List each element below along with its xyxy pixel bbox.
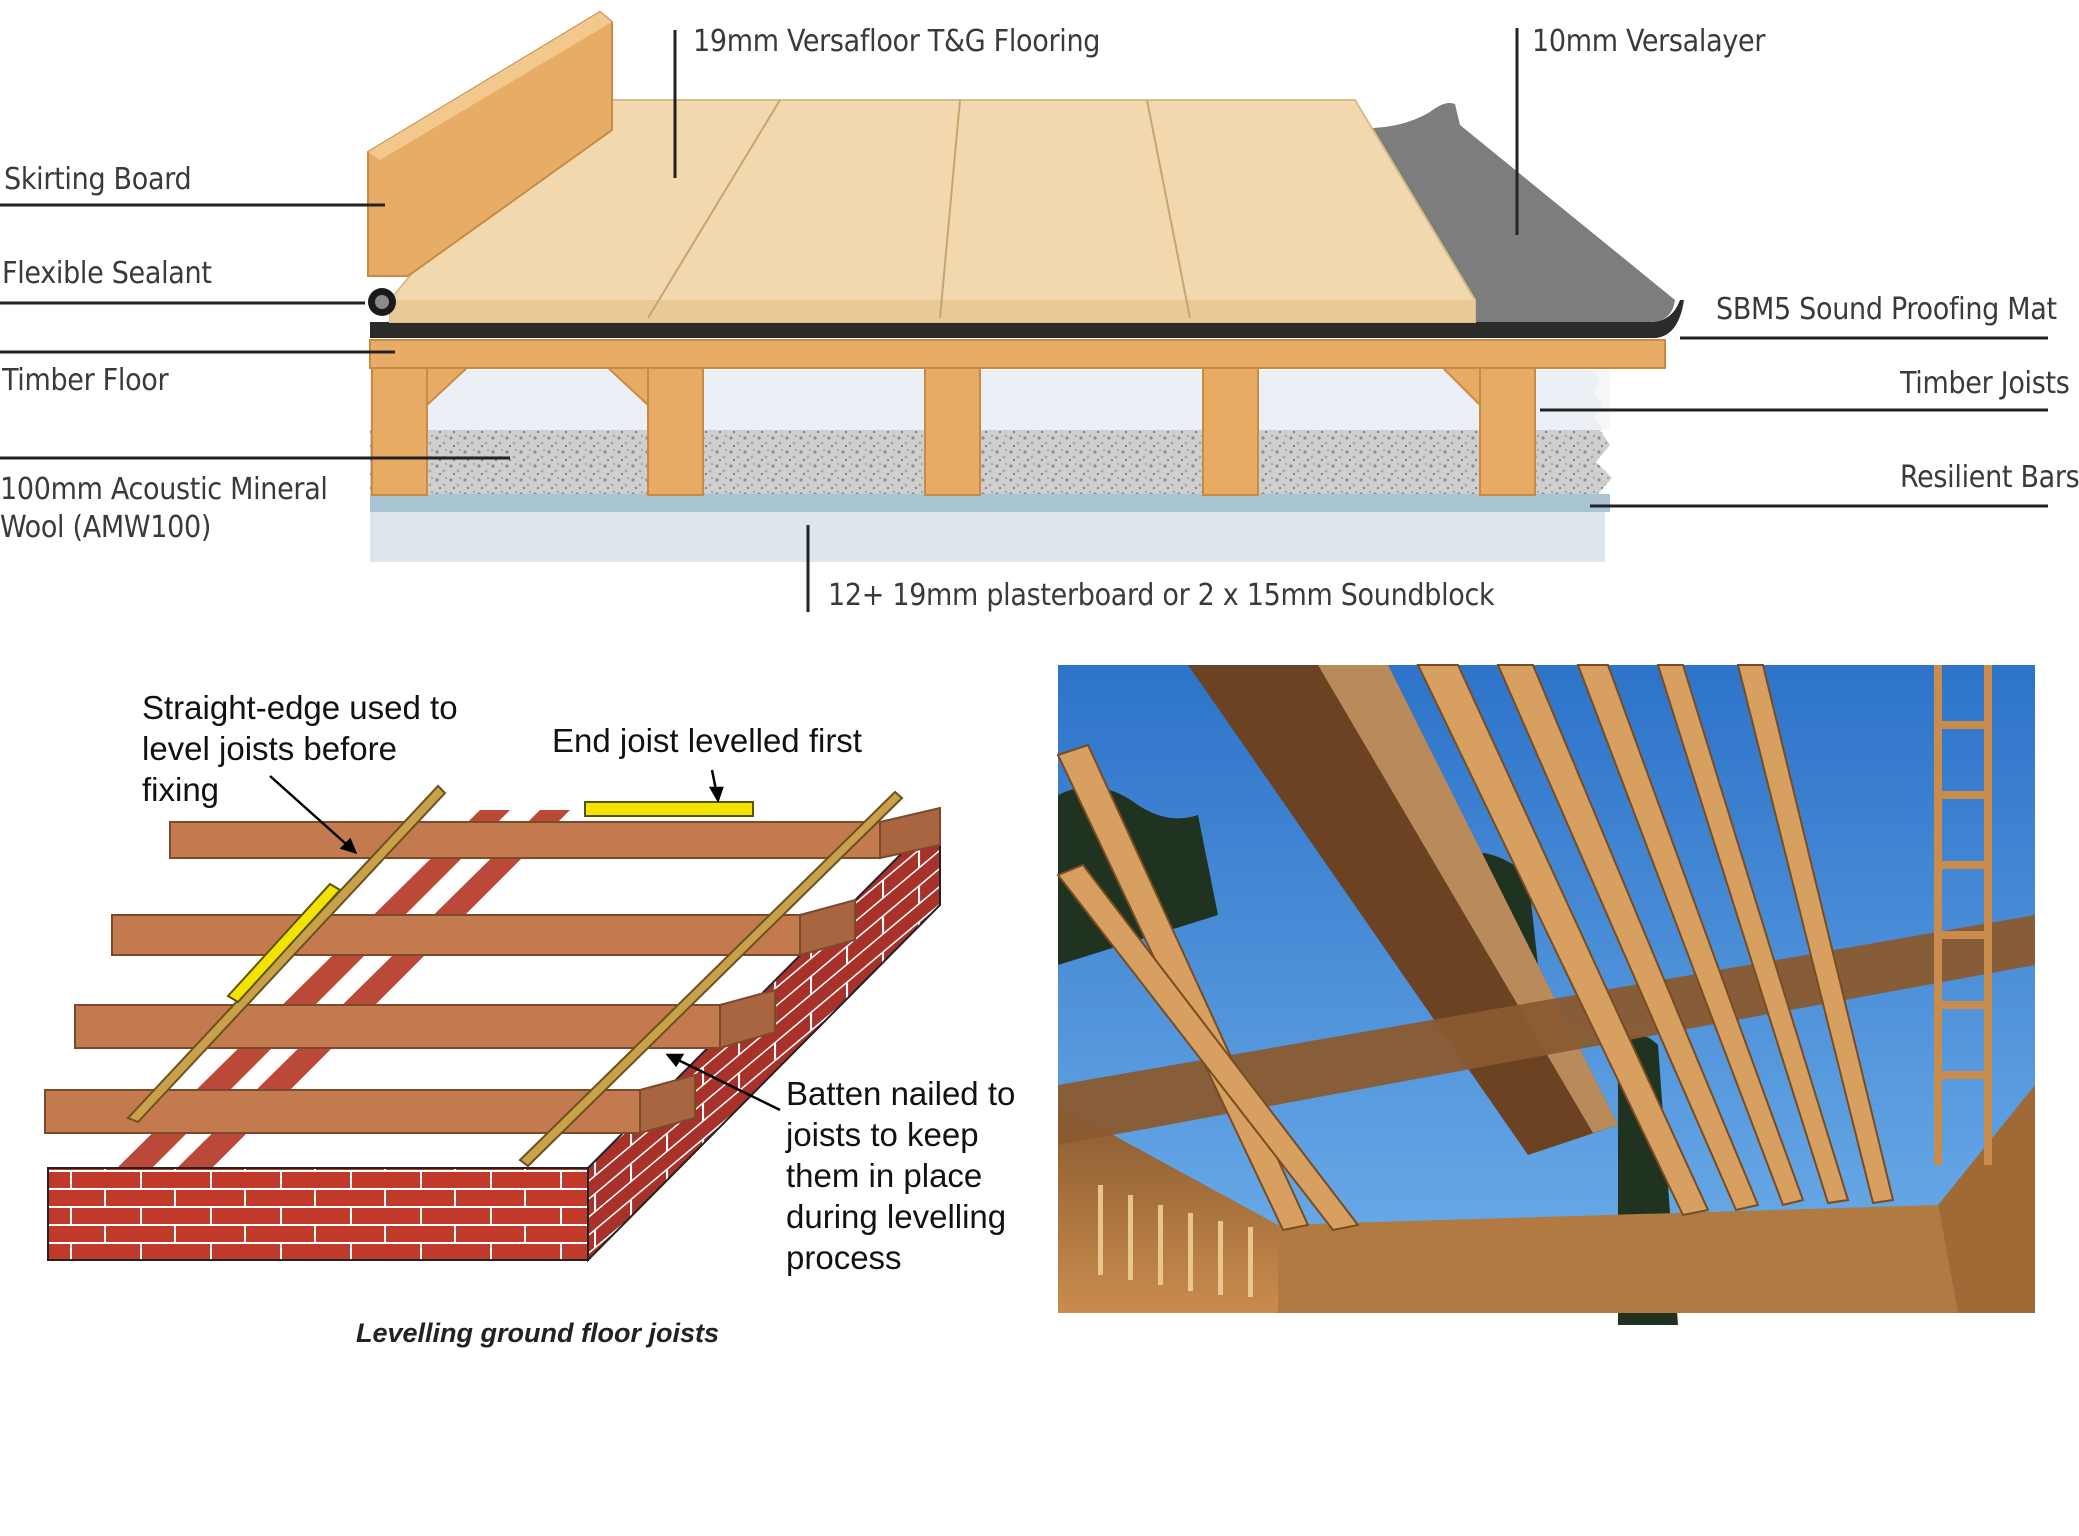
joist-5 (1479, 364, 1536, 496)
joist-2 (647, 364, 704, 496)
brick-wall-front (47, 1167, 589, 1261)
timber-floor-deck (369, 339, 1666, 369)
joist-3 (924, 364, 981, 496)
levelling-leader-lines (269, 769, 781, 1112)
plasterboard-layer (370, 512, 1605, 562)
label-mineral-wool-line2: Wool (AMW100) (0, 510, 212, 545)
skirting-board-top (368, 12, 612, 160)
photo-wall-slits (1098, 1185, 1253, 1297)
photo-wall-back (1278, 1205, 1958, 1313)
photo-cross-beam (1058, 915, 2035, 1145)
label-resilient-bars: Resilient Bars (1900, 460, 2079, 495)
label-versalayer: 10mm Versalayer (1532, 24, 1766, 59)
label-versafloor: 19mm Versafloor T&G Flooring (693, 24, 1101, 59)
annotation-end-joist: End joist levelled first (552, 722, 862, 759)
label-skirting-board: Skirting Board (4, 162, 192, 197)
joist-4 (1202, 364, 1259, 496)
label-timber-joists: Timber Joists (1900, 366, 2070, 401)
floor-joist-2 (111, 914, 801, 956)
floor-joist-4-end (639, 1073, 696, 1135)
spirit-level-on-end-joist (584, 801, 754, 817)
floor-joist-1 (169, 821, 881, 859)
floor-joist-3-end (719, 988, 776, 1050)
floor-joist-3 (74, 1004, 721, 1049)
levelling-joists-diagram (44, 769, 941, 1263)
flexible-sealant-bead-inner (375, 295, 389, 309)
spirit-level-on-straight-edge (226, 882, 342, 1004)
label-sbm5: SBM5 Sound Proofing Mat (1716, 292, 2057, 327)
sleeper-walls (115, 810, 570, 1170)
board-joints (647, 99, 1191, 319)
batten (518, 790, 904, 1168)
floor-joist-2-end (799, 898, 856, 957)
photo-wall-right (1938, 1085, 2035, 1313)
floor-section-diagram (0, 10, 2048, 612)
resilient-bar-layer (370, 494, 1610, 512)
sbm5-mat (370, 300, 1684, 339)
photo-joists (1056, 664, 1895, 1232)
label-mineral-wool-line1: 100mm Acoustic Mineral (0, 472, 328, 507)
levelling-caption: Levelling ground floor joists (356, 1318, 720, 1348)
versalayer-sheet (1355, 103, 1675, 322)
annotation-straight-edge: Straight-edge used to level joists befor… (142, 689, 458, 808)
annotation-batten: Batten nailed to joists to keep them in … (786, 1075, 1016, 1276)
label-plasterboard: 12+ 19mm plasterboard or 2 x 15mm Soundb… (828, 578, 1495, 613)
photo-ladder (1934, 665, 1992, 1165)
section-torn-edge (1590, 370, 1610, 430)
versafloor-edge (390, 300, 1475, 322)
section-leader-lines (0, 28, 2048, 612)
label-timber-floor: Timber Floor (2, 363, 169, 398)
label-flexible-sealant: Flexible Sealant (2, 256, 212, 291)
joist-ceiling-photo (1056, 664, 2035, 1325)
joist-1 (371, 364, 428, 496)
end-joist (879, 806, 941, 860)
mineral-wool-layer (370, 430, 1612, 494)
cavity-space (370, 370, 1610, 430)
